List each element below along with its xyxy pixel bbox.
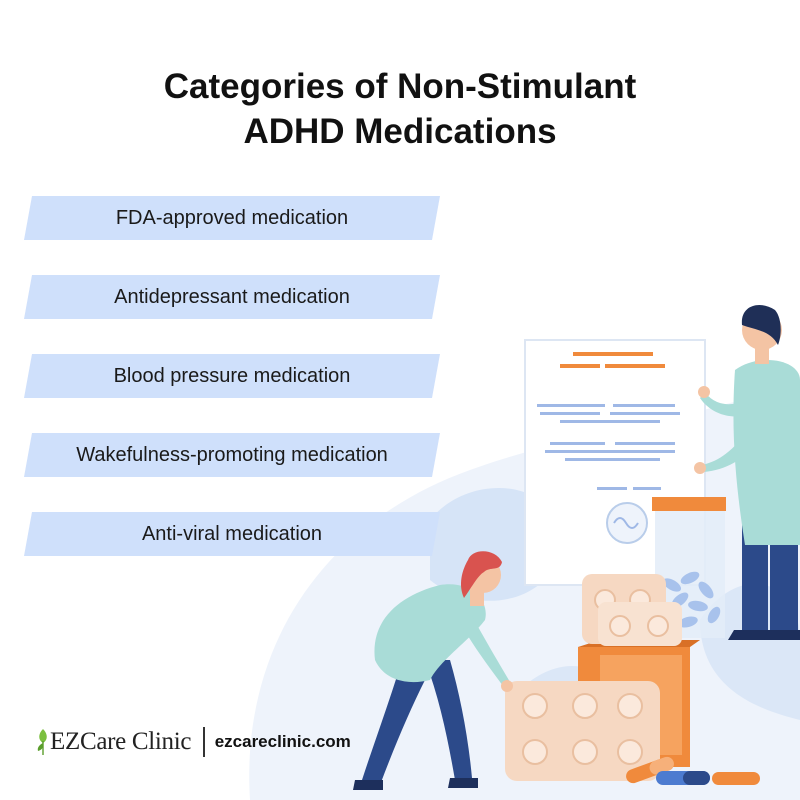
- title-line-2: ADHD Medications: [243, 112, 557, 151]
- category-label: Anti-viral medication: [141, 523, 323, 545]
- category-label: Antidepressant medication: [114, 286, 350, 308]
- footer: EZCare Clinic ezcareclinic.com: [36, 722, 351, 762]
- nurse-scrubs: [374, 584, 486, 683]
- doctor-figure: [694, 305, 800, 640]
- category-item: Blood pressure medication: [24, 354, 444, 398]
- leaf-logo-icon: [37, 729, 47, 755]
- category-band: [24, 196, 440, 240]
- brand-name: EZCare Clinic: [50, 728, 192, 755]
- category-band: [24, 354, 440, 398]
- category-item: Anti-viral medication: [24, 512, 444, 556]
- category-label: Blood pressure medication: [113, 365, 351, 387]
- page-title: Categories of Non-Stimulant ADHD Medicat…: [0, 64, 800, 154]
- title-line-1: Categories of Non-Stimulant: [163, 67, 637, 106]
- brand-logo: EZCare Clinic: [36, 727, 192, 757]
- pill-jar: [652, 497, 726, 638]
- website-link[interactable]: ezcareclinic.com: [214, 732, 351, 751]
- category-label: Wakefulness-promoting medication: [76, 444, 388, 466]
- category-label: FDA-approved medication: [115, 207, 349, 229]
- category-band: [24, 433, 440, 477]
- category-item: Antidepressant medication: [24, 275, 444, 319]
- nurse-figure: [353, 551, 513, 790]
- category-band: [24, 512, 440, 556]
- footer-divider: [203, 727, 205, 757]
- blister-pack-large: [505, 681, 660, 781]
- category-list: FDA-approved medication Antidepressant m…: [24, 196, 444, 591]
- capsules: [626, 756, 760, 785]
- blister-pack-top: [582, 574, 682, 646]
- category-item: Wakefulness-promoting medication: [24, 433, 444, 477]
- doctor-coat: [733, 359, 800, 545]
- category-item: FDA-approved medication: [24, 196, 444, 240]
- category-band: [24, 275, 440, 319]
